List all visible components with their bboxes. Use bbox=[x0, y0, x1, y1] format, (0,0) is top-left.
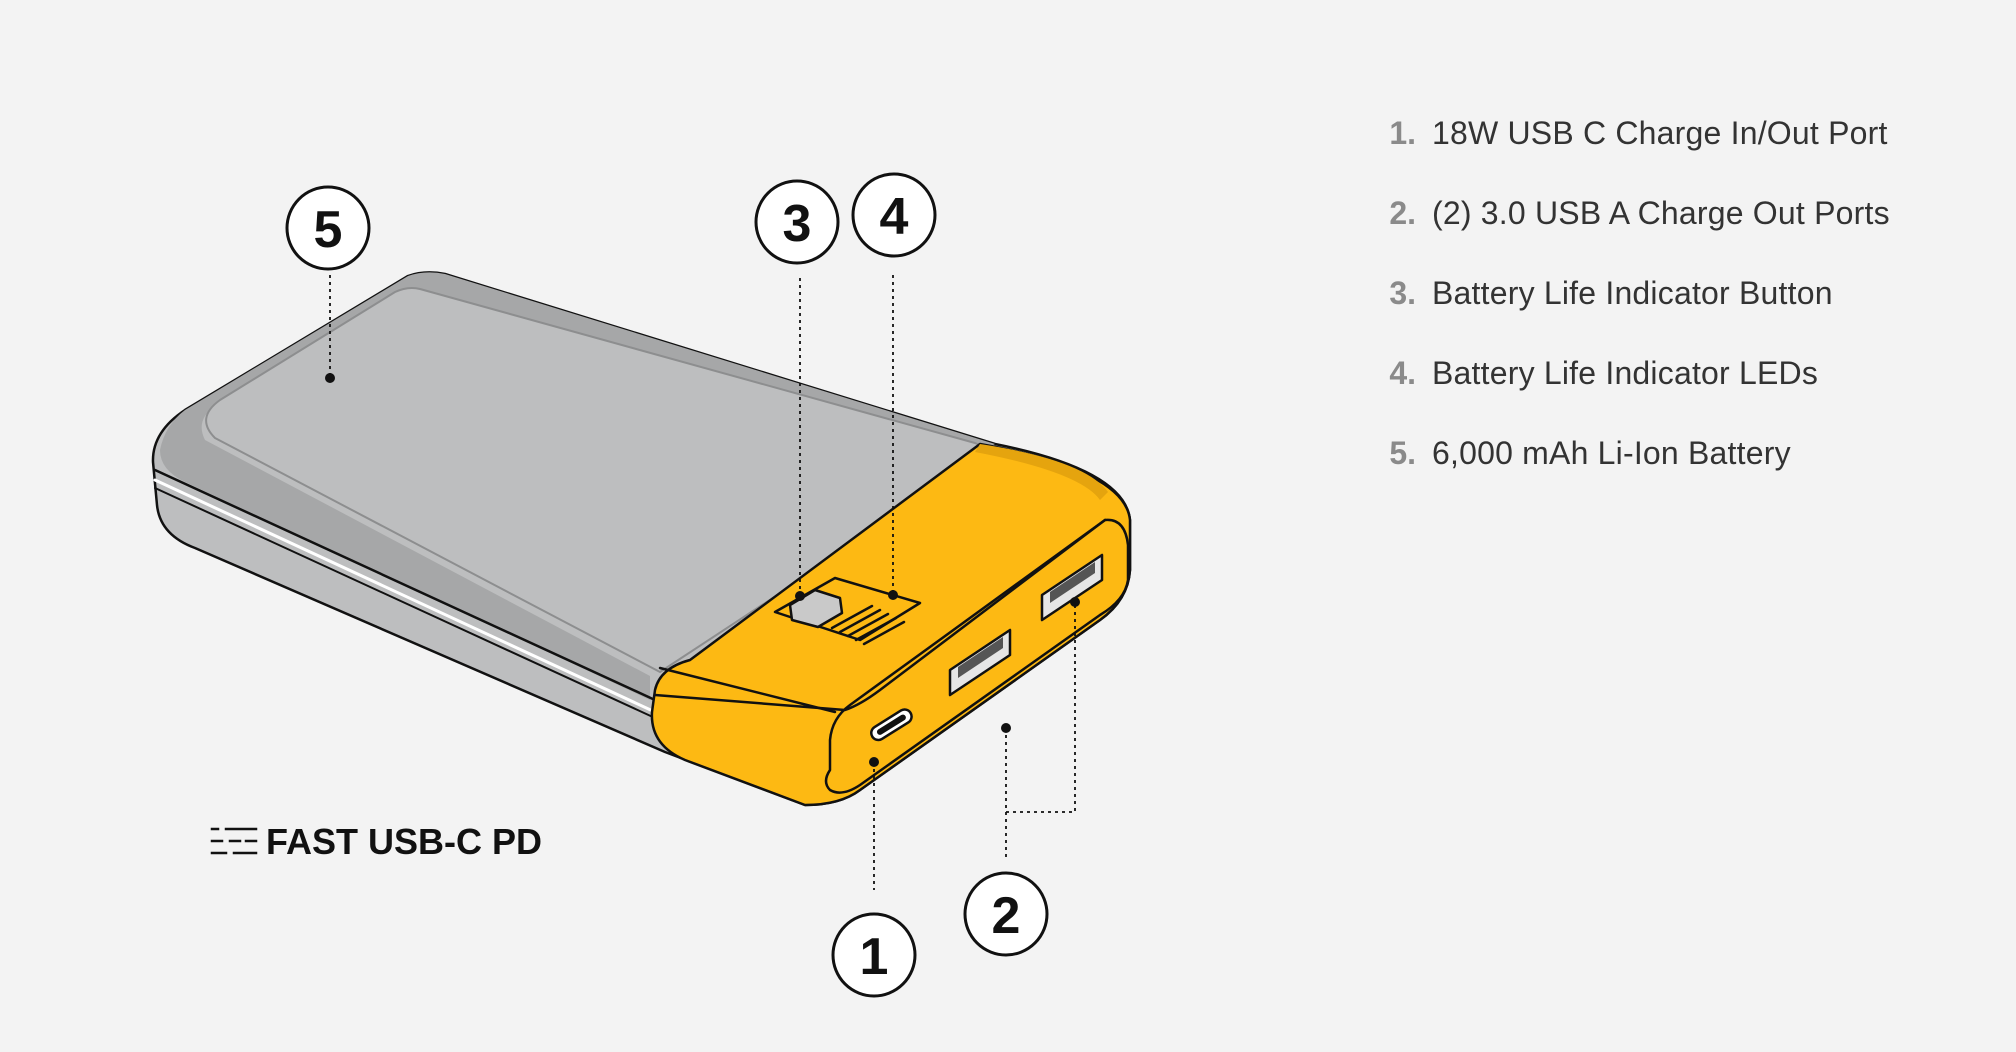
legend-item: 5. 6,000 mAh Li-Ion Battery bbox=[1370, 435, 1990, 515]
callout-5: 5 bbox=[285, 185, 371, 271]
side-seam-lower bbox=[154, 487, 656, 719]
legend-text: Battery Life Indicator LEDs bbox=[1432, 355, 1819, 391]
legend-number: 1. bbox=[1389, 115, 1416, 151]
end-cap-top-band bbox=[975, 444, 1108, 500]
device-top-face bbox=[205, 287, 996, 673]
callout-4-label: 4 bbox=[880, 188, 909, 246]
fast-charge-badge: FAST USB-C PD bbox=[210, 821, 542, 862]
legend-item: 2. (2) 3.0 USB A Charge Out Ports bbox=[1370, 195, 1990, 275]
legend-number: 5. bbox=[1389, 435, 1416, 471]
front-edge bbox=[653, 518, 1107, 712]
legend-item: 3. Battery Life Indicator Button bbox=[1370, 275, 1990, 355]
legend-text: 18W USB C Charge In/Out Port bbox=[1432, 115, 1888, 151]
legend-number: 4. bbox=[1389, 355, 1416, 391]
leader-lines bbox=[329, 275, 1076, 890]
legend-text: 6,000 mAh Li-Ion Battery bbox=[1432, 435, 1791, 471]
callout-3-label: 3 bbox=[783, 195, 812, 253]
legend-item: 4. Battery Life Indicator LEDs bbox=[1370, 355, 1990, 435]
callout-1-label: 1 bbox=[860, 928, 889, 986]
side-seam bbox=[153, 468, 657, 702]
end-cap bbox=[650, 442, 1132, 807]
side-seam-highlight bbox=[153, 478, 657, 714]
callout-4: 4 bbox=[851, 172, 937, 258]
legend-number: 3. bbox=[1389, 275, 1416, 311]
legend-number: 2. bbox=[1389, 195, 1416, 231]
power-bank-illustration bbox=[151, 271, 1132, 807]
callout-2-label: 2 bbox=[992, 887, 1021, 945]
indicator-leds bbox=[830, 604, 906, 646]
callout-5-label: 5 bbox=[314, 201, 343, 259]
leader-2-branch bbox=[1006, 598, 1076, 813]
legend-text: (2) 3.0 USB A Charge Out Ports bbox=[1432, 195, 1890, 231]
speed-lines-icon bbox=[210, 827, 258, 855]
callout-2: 2 bbox=[963, 871, 1049, 957]
feature-legend: 1. 18W USB C Charge In/Out Port 2. (2) 3… bbox=[1370, 115, 1990, 515]
legend-item: 1. 18W USB C Charge In/Out Port bbox=[1370, 115, 1990, 195]
legend-text: Battery Life Indicator Button bbox=[1432, 275, 1833, 311]
front-edge-2 bbox=[658, 666, 837, 714]
callout-1: 1 bbox=[831, 912, 917, 998]
fast-charge-label: FAST USB-C PD bbox=[266, 821, 542, 862]
leader-dots bbox=[325, 373, 1080, 767]
callout-3: 3 bbox=[754, 179, 840, 265]
